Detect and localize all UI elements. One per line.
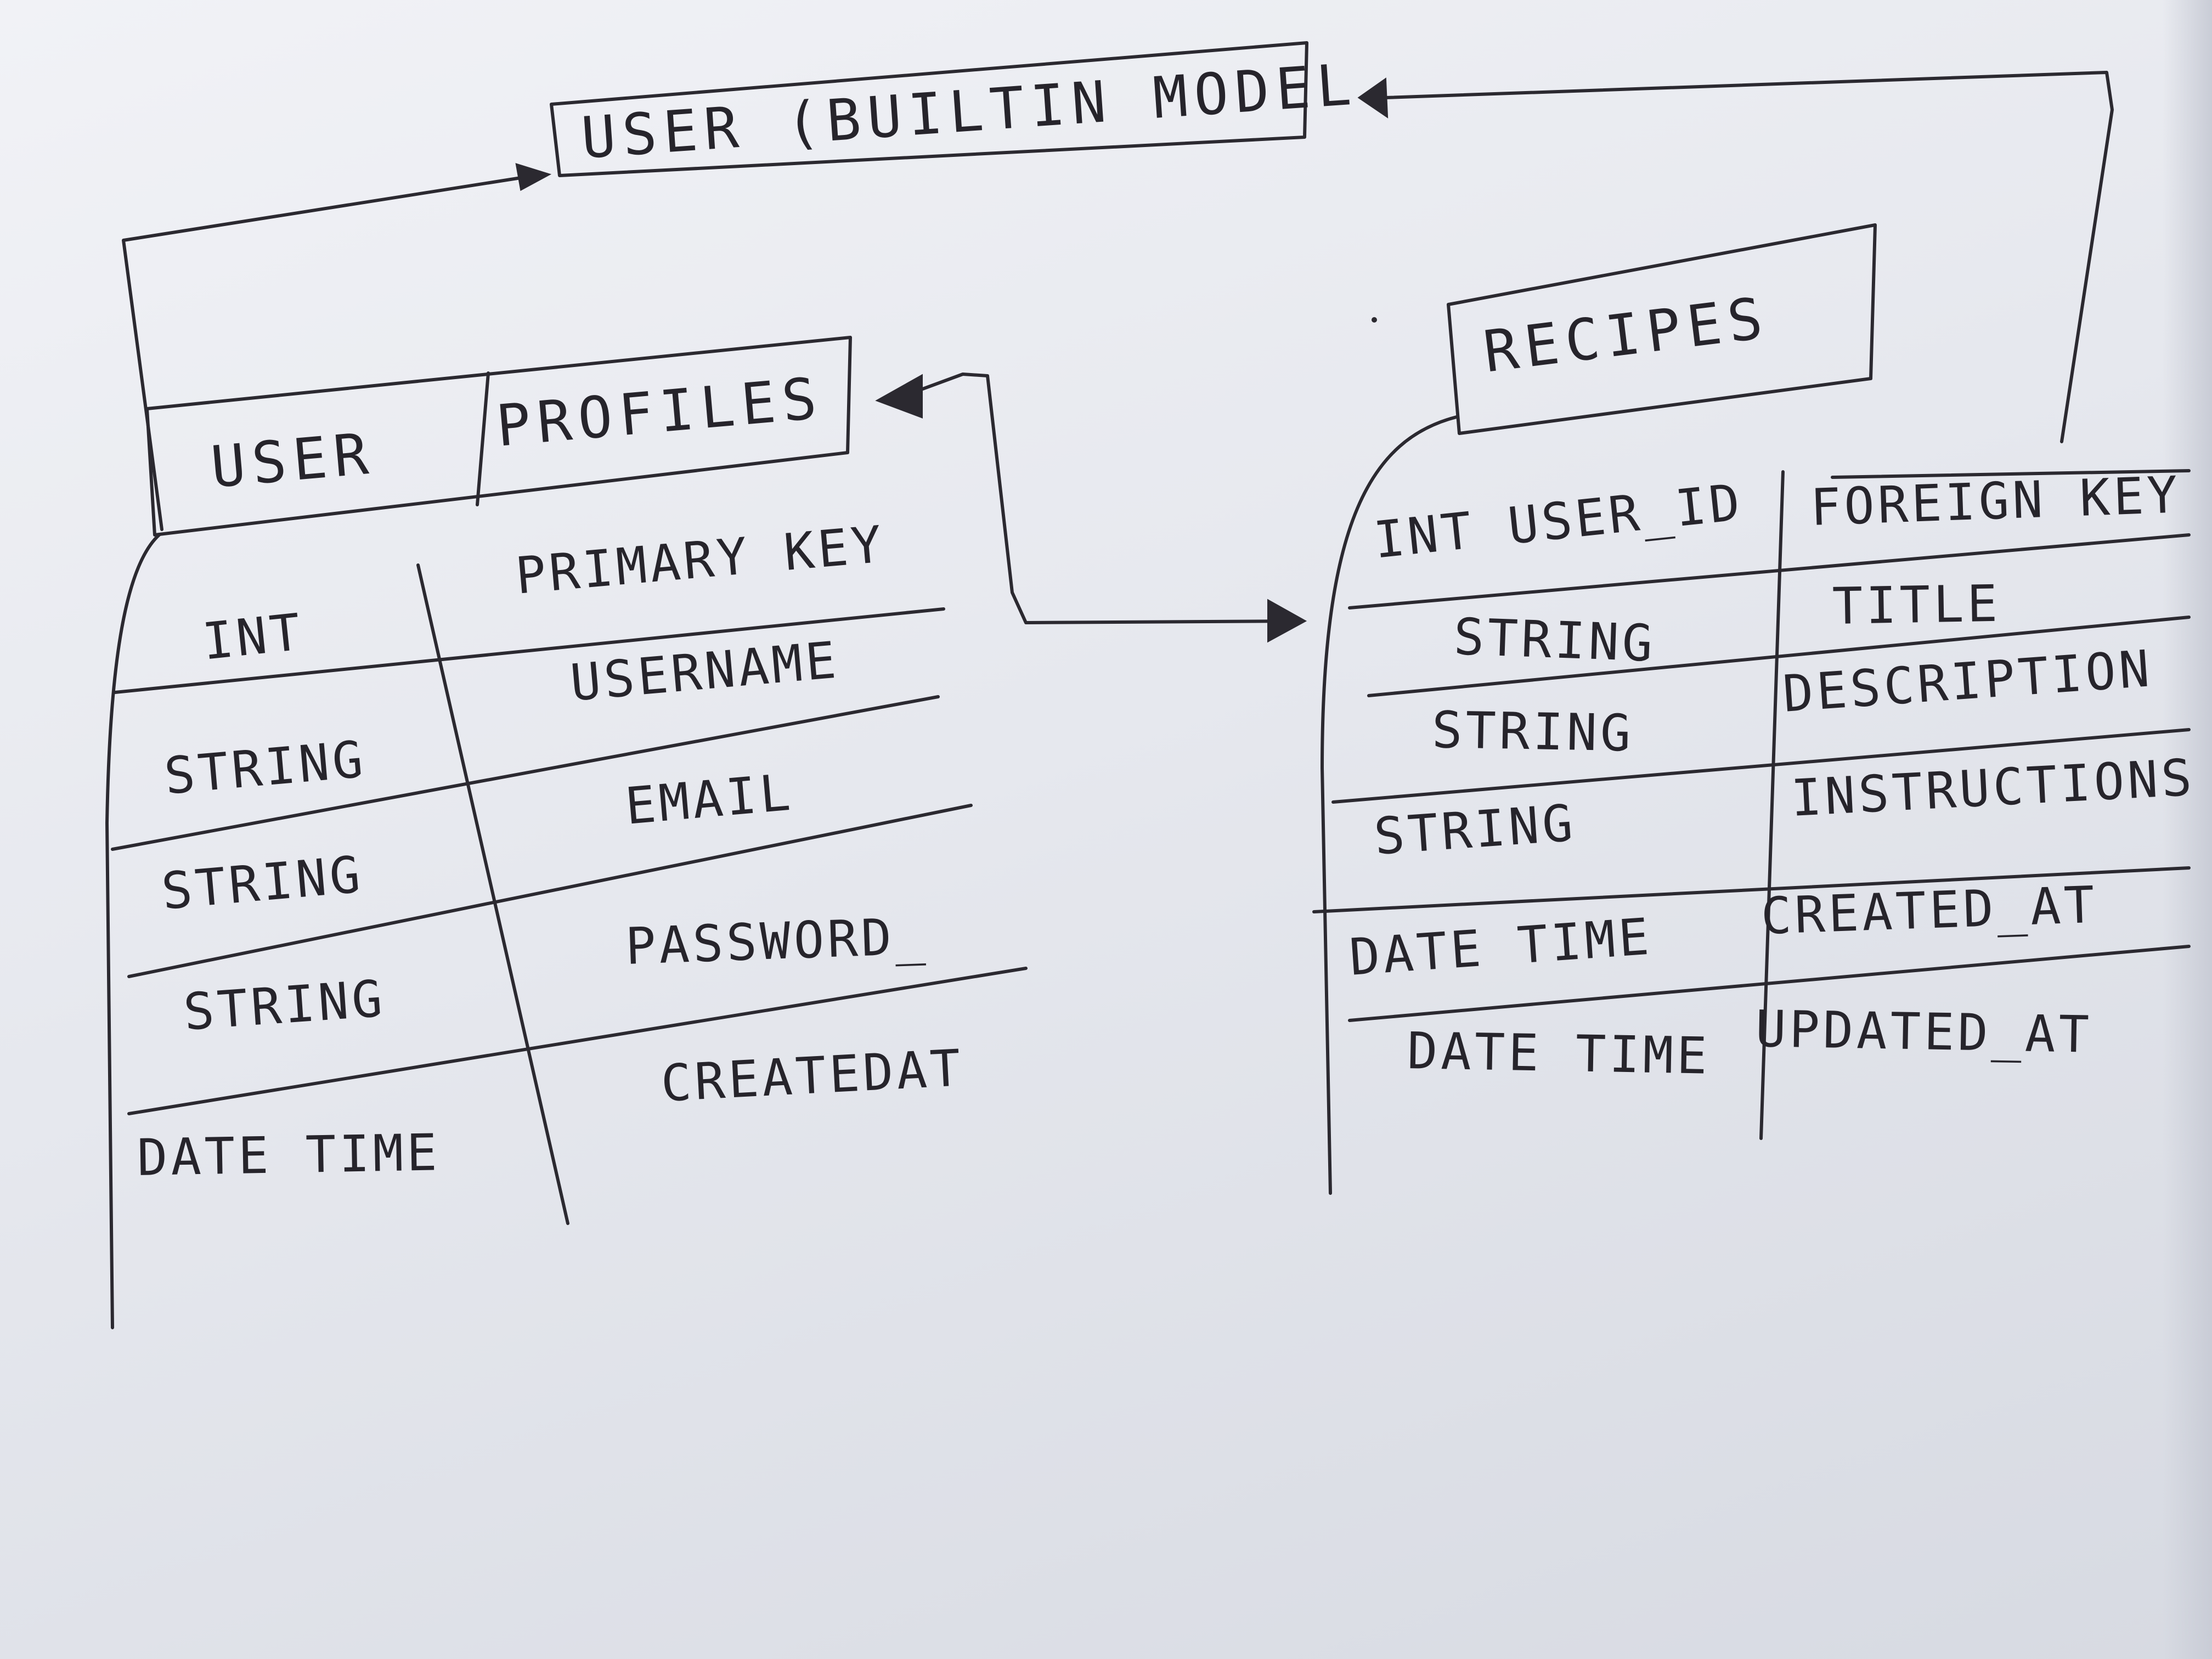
profiles-row-line-2 — [111, 695, 940, 851]
recipes-row-6-type: DATE TIME — [1407, 1022, 1711, 1086]
profiles-table-left-edge — [105, 533, 161, 1329]
profiles-row-4-type: STRING — [182, 969, 388, 1042]
recipes-column-divider — [1759, 470, 1785, 1140]
profiles-row-line-1 — [114, 607, 945, 694]
recipes-row-3-type: STRING — [1431, 701, 1635, 763]
profiles-row-3-field: EMAIL — [623, 763, 796, 836]
profiles-row-4-field: PASSWORD_ — [624, 906, 930, 976]
profiles-row-5-field: CREATEDAT — [659, 1039, 966, 1113]
profiles-to-user-connector — [122, 174, 537, 531]
recipes-header-box — [1447, 223, 1877, 435]
recipes-row-2-type: STRING — [1453, 607, 1657, 673]
profiles-row-line-3 — [127, 804, 973, 978]
ink-speck — [1372, 317, 1377, 323]
recipes-to-user-connector — [1384, 71, 2114, 443]
profiles-row-1-type: INT — [200, 602, 307, 672]
arrowhead-builtin-model-left — [515, 163, 552, 191]
recipes-row-line-5 — [1348, 945, 2191, 1022]
recipes-top-edge — [1831, 469, 2191, 479]
recipes-row-line-1 — [1348, 533, 2191, 610]
profiles-header-box — [145, 336, 852, 537]
recipes-row-6-field: UPDATED_AT — [1755, 1000, 2093, 1064]
profiles-column-divider — [416, 563, 569, 1225]
recipes-row-5-field: CREATED_AT — [1760, 875, 2099, 946]
recipes-row-2-field: TITLE — [1832, 574, 2001, 636]
recipes-row-1-field: FOREIGN KEY — [1809, 465, 2182, 537]
paper-edge-shadow — [2163, 0, 2212, 1659]
profiles-row-5-type: DATE TIME — [137, 1123, 441, 1187]
profiles-row-line-4 — [127, 967, 1028, 1115]
recipes-row-line-2 — [1367, 616, 2191, 697]
profiles-title-user: USER — [208, 420, 377, 501]
profiles-recipes-connector — [893, 373, 1299, 624]
recipes-row-4-type: STRING — [1372, 793, 1578, 866]
recipes-table-left-edge — [1321, 415, 1458, 1195]
arrowhead-recipes — [1267, 599, 1307, 643]
arrowhead-builtin-model-right — [1357, 77, 1389, 119]
arrowhead-profiles — [875, 374, 923, 419]
recipes-row-line-3 — [1331, 728, 2191, 804]
profiles-header-divider — [476, 371, 490, 506]
recipes-row-line-4 — [1312, 866, 2191, 913]
builtin-model-box — [550, 41, 1308, 177]
